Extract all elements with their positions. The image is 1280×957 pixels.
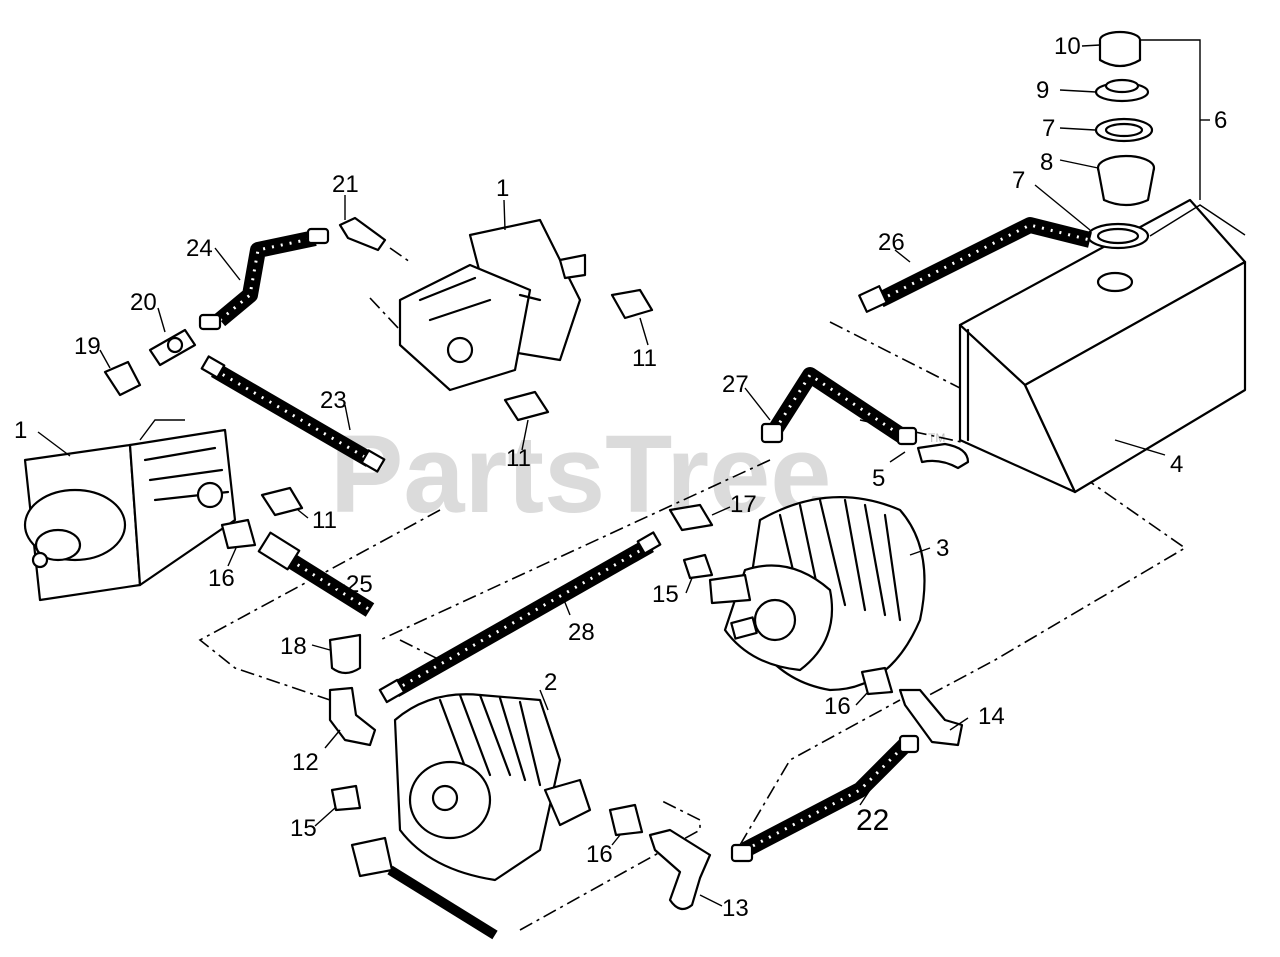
callout-1-upper-motor: 1 bbox=[496, 175, 509, 202]
callout-22: 22 bbox=[856, 804, 889, 837]
callout-26: 26 bbox=[878, 229, 905, 256]
fitting-16-bottom[interactable] bbox=[608, 803, 644, 837]
callout-17: 17 bbox=[730, 491, 757, 518]
filler-bracket-line bbox=[1140, 39, 1246, 237]
callout-16-left: 16 bbox=[208, 565, 235, 592]
gasket-lower[interactable] bbox=[1086, 222, 1150, 250]
filler-bushing[interactable] bbox=[1094, 78, 1150, 103]
fitting-11-lower[interactable] bbox=[260, 486, 304, 517]
fitting-11-middle[interactable] bbox=[503, 390, 550, 422]
hydraulic-motor-upper[interactable] bbox=[398, 218, 587, 392]
pump-front[interactable] bbox=[393, 693, 592, 882]
fitting-18[interactable] bbox=[328, 633, 362, 675]
callout-6: 6 bbox=[1214, 107, 1227, 134]
fitting-15-right[interactable] bbox=[682, 553, 714, 580]
callout-21: 21 bbox=[332, 171, 359, 198]
hose-26[interactable] bbox=[858, 217, 1092, 313]
callout-11-middle: 11 bbox=[506, 445, 531, 472]
callout-3: 3 bbox=[936, 535, 949, 562]
callout-5: 5 bbox=[872, 465, 885, 492]
hose-22[interactable] bbox=[730, 734, 920, 863]
fitting-15-left[interactable] bbox=[330, 784, 362, 812]
hose-23[interactable] bbox=[200, 355, 386, 473]
fitting-21[interactable] bbox=[338, 216, 387, 252]
hose-25[interactable] bbox=[257, 531, 375, 617]
callout-16-right: 16 bbox=[824, 693, 851, 720]
tee-fitting-12[interactable] bbox=[328, 686, 377, 747]
electrical-lead[interactable] bbox=[350, 836, 498, 940]
callout-23: 23 bbox=[320, 387, 347, 414]
filler-cap[interactable] bbox=[1098, 30, 1142, 68]
callout-19: 19 bbox=[74, 333, 101, 360]
callout-2: 2 bbox=[544, 669, 557, 696]
pump-finned[interactable] bbox=[708, 496, 926, 692]
hose-27[interactable] bbox=[760, 367, 918, 446]
callout-8: 8 bbox=[1040, 149, 1053, 176]
callout-25: 25 bbox=[346, 571, 373, 598]
fitting-16-right[interactable] bbox=[860, 666, 894, 696]
watermark-trademark: TM bbox=[928, 431, 945, 445]
callout-11-lower: 11 bbox=[312, 507, 337, 534]
fitting-17[interactable] bbox=[668, 503, 714, 532]
callout-27: 27 bbox=[722, 371, 749, 398]
callout-1-lower-motor: 1 bbox=[14, 417, 27, 444]
callout-15-left: 15 bbox=[290, 815, 317, 842]
fitting-11-upper[interactable] bbox=[610, 288, 654, 320]
leader-lines bbox=[37, 44, 1210, 907]
watermark-text: PartsTree bbox=[330, 413, 831, 536]
callout-16-bottom: 16 bbox=[586, 841, 613, 868]
hydraulic-motor-lower[interactable] bbox=[23, 419, 237, 602]
callout-24: 24 bbox=[186, 235, 213, 262]
fitting-16-left[interactable] bbox=[220, 518, 257, 550]
callout-9: 9 bbox=[1036, 77, 1049, 104]
callout-7-lower: 7 bbox=[1012, 167, 1025, 194]
fitting-19[interactable] bbox=[103, 360, 142, 397]
callout-18: 18 bbox=[280, 633, 307, 660]
callout-28: 28 bbox=[568, 619, 595, 646]
callout-10: 10 bbox=[1054, 33, 1081, 60]
hose-24[interactable] bbox=[198, 227, 330, 331]
callout-13: 13 bbox=[722, 895, 749, 922]
callouts: 1 1 2 3 4 5 6 7 7 8 9 10 11 11 11 12 13 … bbox=[14, 33, 1227, 922]
callout-7-upper: 7 bbox=[1042, 115, 1055, 142]
callout-4: 4 bbox=[1170, 451, 1183, 478]
elbow-fitting-14[interactable] bbox=[898, 688, 964, 747]
tee-fitting-13[interactable] bbox=[648, 828, 712, 911]
callout-14: 14 bbox=[978, 703, 1005, 730]
callout-15-right: 15 bbox=[652, 581, 679, 608]
tank-elbow-fitting[interactable] bbox=[916, 442, 970, 470]
callout-11-upper: 11 bbox=[632, 345, 657, 372]
gasket-upper[interactable] bbox=[1094, 117, 1154, 143]
callout-20: 20 bbox=[130, 289, 157, 316]
hose-28[interactable] bbox=[378, 531, 662, 704]
strainer[interactable] bbox=[1096, 154, 1156, 207]
fitting-20[interactable] bbox=[148, 328, 197, 367]
callout-12: 12 bbox=[292, 749, 319, 776]
